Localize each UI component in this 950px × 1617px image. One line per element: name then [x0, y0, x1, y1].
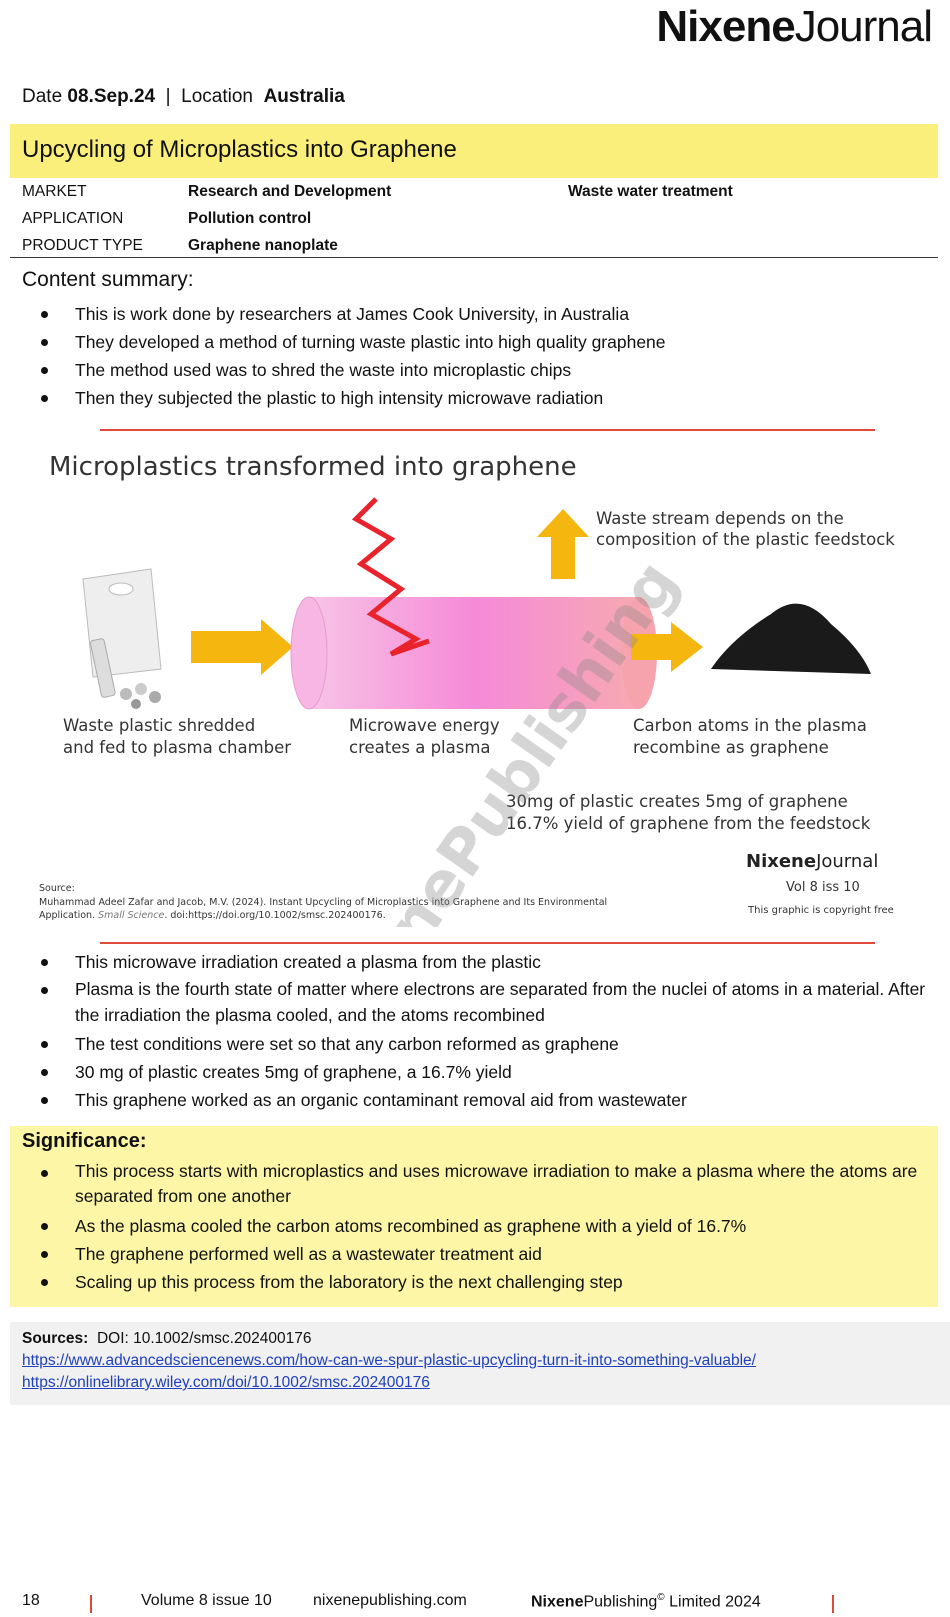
journal-logo: NixeneJournal [656, 2, 933, 51]
microwave-icon [351, 497, 430, 657]
meta-row-application: APPLICATION Pollution control [0, 210, 950, 230]
sources-label: Sources: [22, 1330, 89, 1347]
meta-value: Pollution control [188, 210, 312, 227]
footer-volume: Volume 8 issue 10 [141, 1592, 272, 1609]
red-divider [100, 942, 875, 944]
figure-source-citation: Application. Small Science. doi:https://… [39, 910, 386, 921]
footer-divider [90, 1595, 92, 1613]
figure-volume: Vol 8 iss 10 [786, 880, 860, 895]
list-item: This is work done by researchers at Jame… [0, 300, 940, 328]
location-value: Australia [263, 86, 345, 107]
footer-divider [832, 1595, 834, 1613]
date-value: 08.Sep.24 [67, 86, 156, 107]
plastic-waste-icon [82, 568, 162, 709]
infographic: Microplastics transformed into graphene … [39, 452, 895, 927]
red-divider [100, 429, 875, 431]
list-item: 30 mg of plastic creates 5mg of graphene… [0, 1058, 930, 1086]
significance-box: Significance: This process starts with m… [10, 1126, 938, 1307]
source-link[interactable]: https://onlinelibrary.wiley.com/doi/10.1… [22, 1374, 430, 1391]
details-list: This microwave irradiation created a pla… [0, 948, 930, 1114]
meta-value: Research and Development [188, 183, 392, 200]
content-summary-heading: Content summary: [22, 268, 194, 291]
list-item: Scaling up this process from the laborat… [0, 1268, 920, 1296]
meta-row-market: MARKET Research and Development Waste wate… [0, 183, 950, 203]
list-item: Then they subjected the plastic to high … [0, 384, 940, 412]
list-item: This microwave irradiation created a pla… [0, 948, 930, 976]
page-number: 18 [22, 1592, 40, 1609]
footer-site: nixenepublishing.com [313, 1592, 467, 1609]
sources-box: Sources: DOI: 10.1002/smsc.202400176 htt… [10, 1322, 950, 1405]
list-item: The graphene performed well as a wastewa… [0, 1240, 920, 1268]
list-item: The method used was to shred the waste i… [0, 356, 940, 384]
meta-key: APPLICATION [22, 210, 124, 227]
list-item: This graphene worked as an organic conta… [0, 1086, 930, 1114]
meta-key: PRODUCT TYPE [22, 237, 143, 254]
list-item: Plasma is the fourth state of matter whe… [0, 976, 930, 1030]
figure-source-label: Source: [39, 883, 75, 894]
arrow-right-icon [631, 622, 703, 672]
arrow-right-icon [191, 619, 293, 675]
date-location-line: Date 08.Sep.24 | Location Australia [22, 86, 345, 108]
footer-copyright: NixenePublishing© Limited 2024 [531, 1592, 761, 1611]
source-link[interactable]: https://www.advancedsciencenews.com/how-… [22, 1352, 756, 1369]
list-item: They developed a method of turning waste… [0, 328, 940, 356]
date-label: Date [22, 86, 63, 107]
sources-doi: DOI: 10.1002/smsc.202400176 [96, 1330, 312, 1347]
location-label: Location [181, 86, 253, 107]
figure-source-citation: Muhammad Adeel Zafar and Jacob, M.V. (20… [39, 897, 607, 908]
graphene-powder-image [711, 603, 871, 674]
figure-copyright: This graphic is copyright free [747, 905, 894, 916]
significance-heading: Significance: [22, 1130, 147, 1152]
list-item: As the plasma cooled the carbon atoms re… [0, 1212, 920, 1240]
divider [10, 257, 938, 258]
list-item: This process starts with microplastics a… [0, 1159, 920, 1212]
arrow-up-icon [537, 509, 589, 579]
plasma-chamber [290, 596, 657, 710]
meta-value: Waste water treatment [568, 183, 733, 200]
meta-value: Graphene nanoplate [188, 237, 338, 254]
list-item: The test conditions were set so that any… [0, 1030, 930, 1058]
meta-key: MARKET [22, 183, 87, 200]
figure-brand: NixeneJournal [746, 851, 878, 872]
separator: | [165, 86, 171, 107]
figure-title: Microplastics transformed into graphene [49, 452, 577, 482]
article-title: Upcycling of Microplastics into Graphene [10, 124, 938, 178]
summary-list: This is work done by researchers at Jame… [0, 300, 940, 412]
meta-row-product-type: PRODUCT TYPE Graphene nanoplate [0, 237, 950, 257]
